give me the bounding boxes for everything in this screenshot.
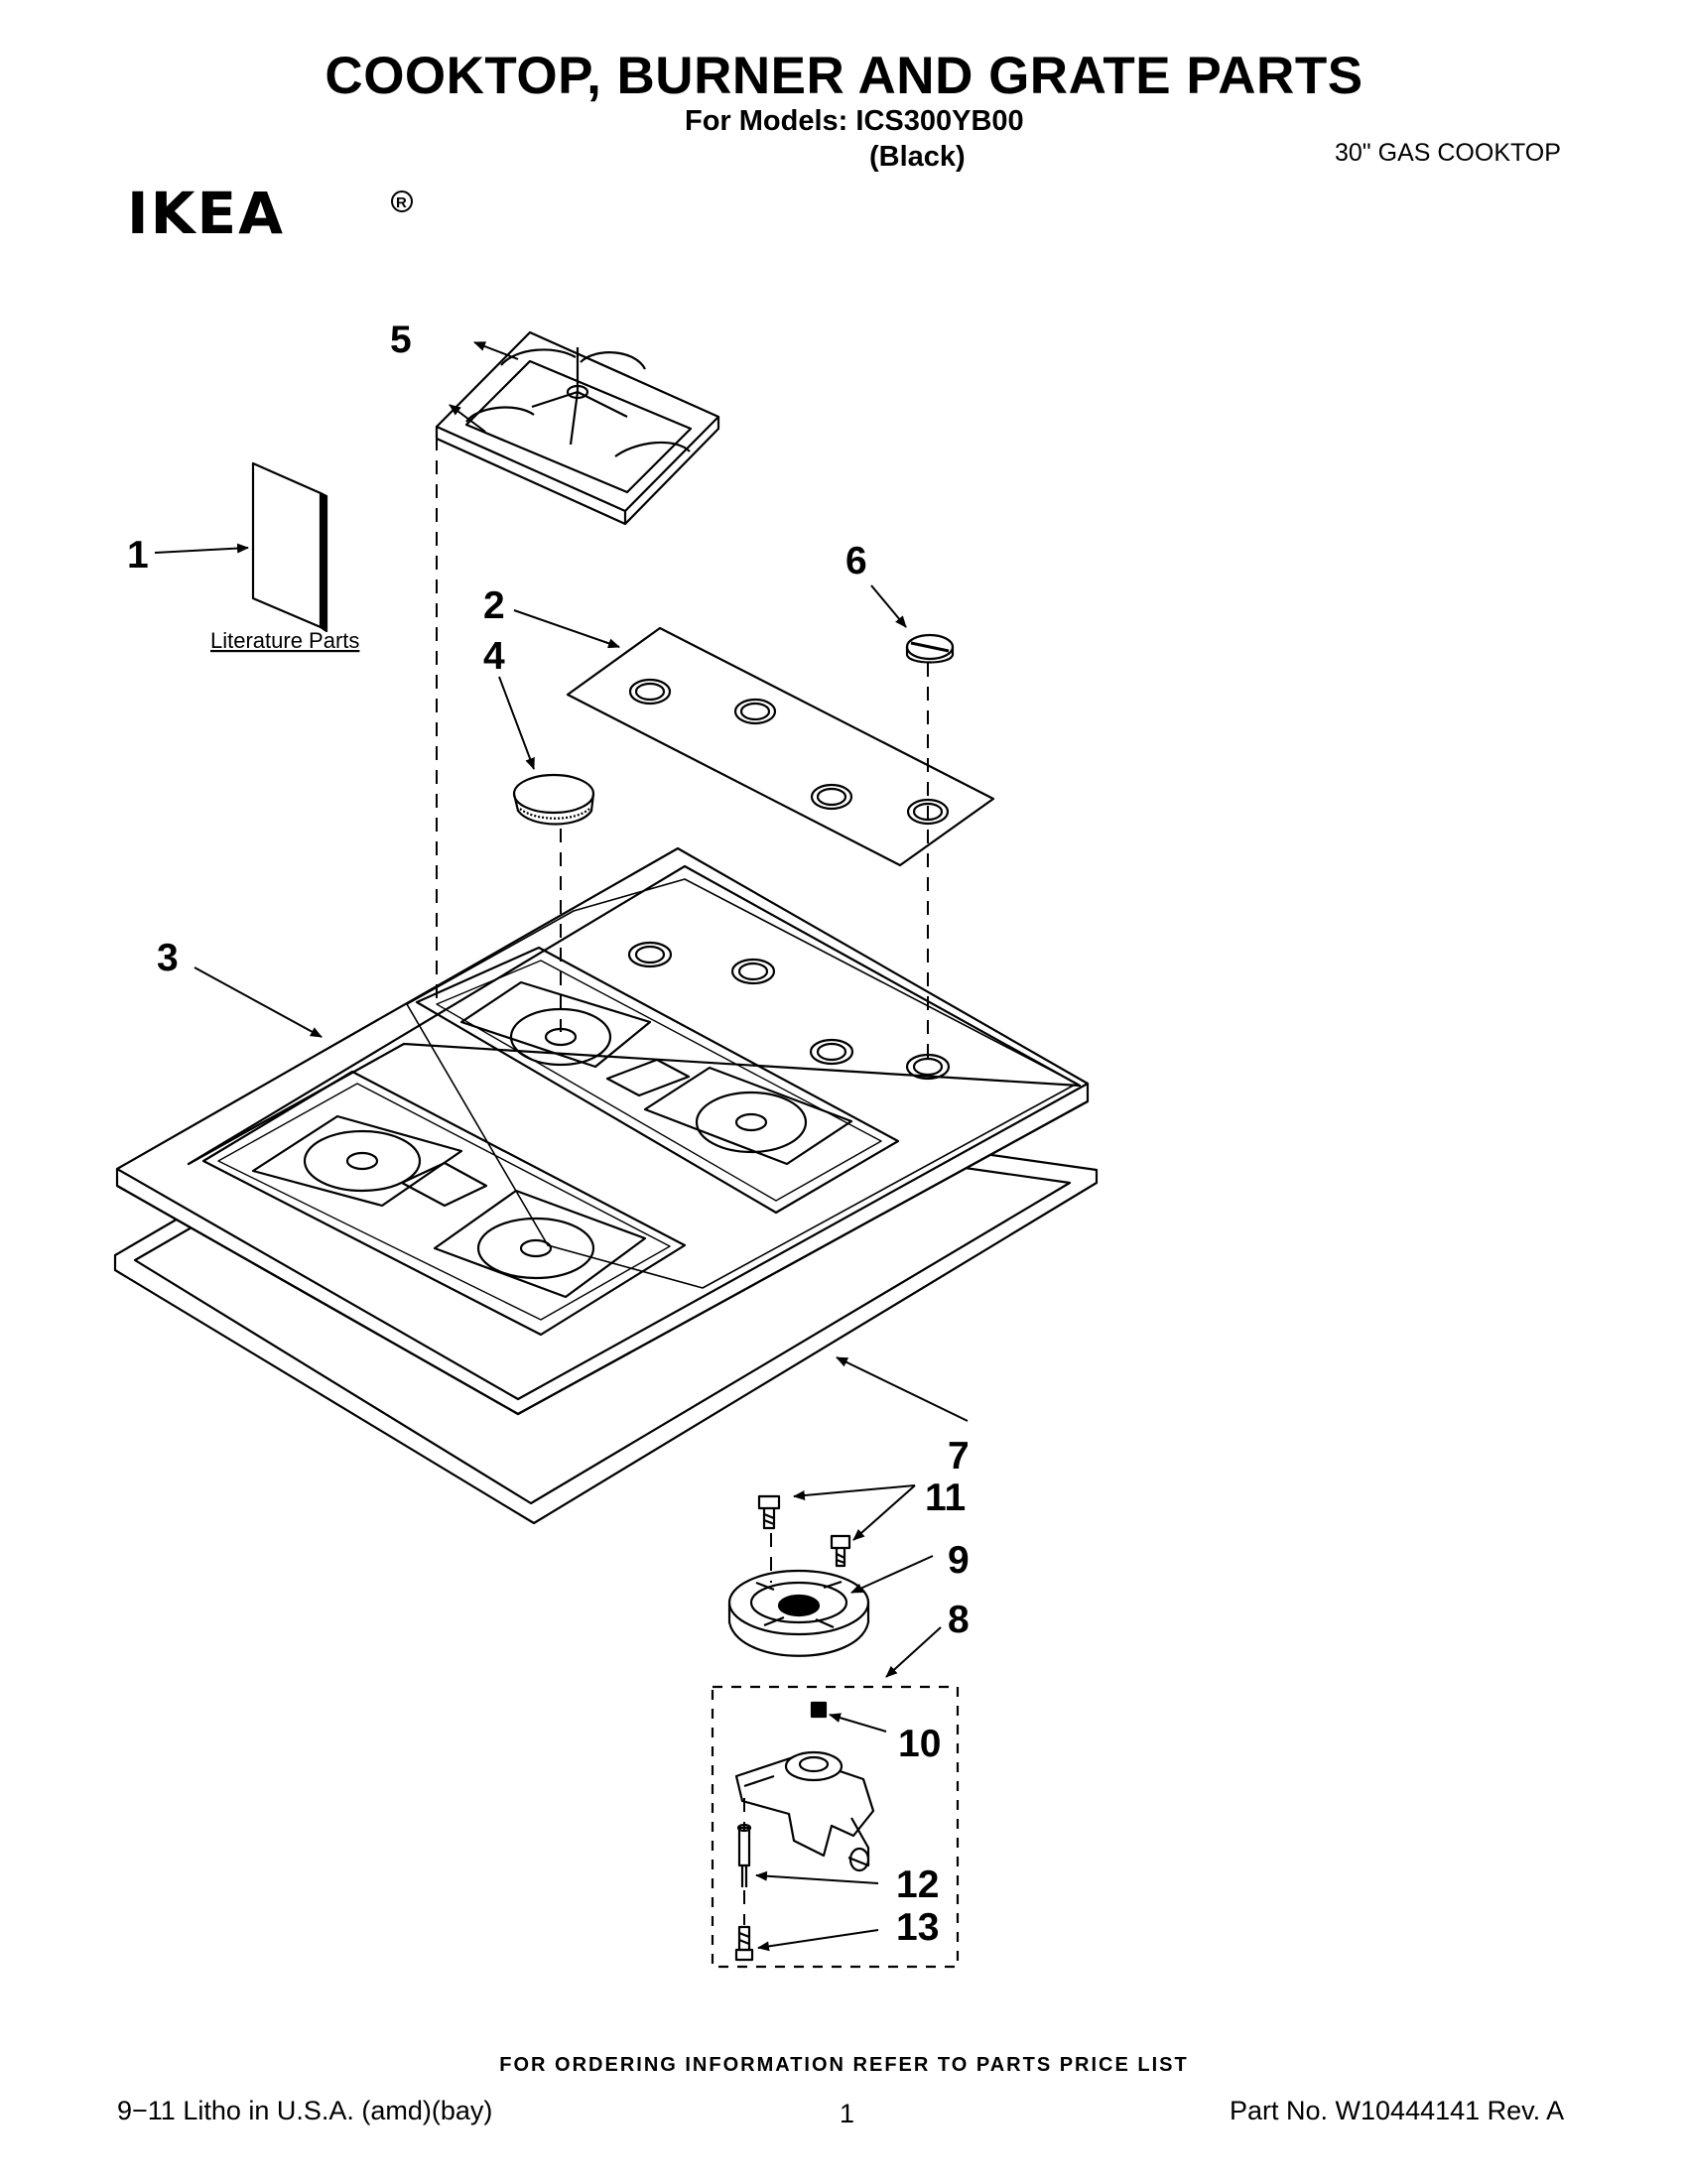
- callout-12: 12: [896, 1863, 939, 1906]
- knob-cap-part: [905, 633, 955, 664]
- electrode-part: [736, 1823, 752, 1887]
- callout-1: 1: [127, 534, 149, 577]
- svg-text:R: R: [396, 194, 407, 211]
- screw-part: [757, 1494, 781, 1530]
- callout-13: 13: [896, 1906, 939, 1949]
- callout-10: 10: [898, 1723, 941, 1765]
- orifice-part: [810, 1701, 828, 1719]
- models-label: For Models: ICS300YB00: [685, 105, 1024, 137]
- page-title: COOKTOP, BURNER AND GRATE PARTS: [325, 47, 1363, 105]
- cooktop-part: [115, 846, 1090, 1416]
- callout-5: 5: [390, 319, 412, 361]
- page-number: 1: [840, 2099, 855, 2128]
- screw-part: [830, 1534, 851, 1568]
- callout-11: 11: [925, 1477, 966, 1519]
- ikea-logo: IKEA R: [127, 184, 413, 243]
- control-overlay-part: [566, 626, 995, 867]
- svg-text:IKEA: IKEA: [127, 184, 285, 243]
- callout-9: 9: [948, 1539, 970, 1582]
- literature-parts-booklet: [251, 461, 328, 633]
- part-number: Part No. W10444141 Rev. A: [1230, 2096, 1565, 2125]
- product-label: 30" GAS COOKTOP: [1335, 139, 1561, 167]
- burner-bracket-part: [734, 1750, 875, 1872]
- mounting-screw-part: [734, 1925, 754, 1962]
- callout-7: 7: [948, 1435, 970, 1477]
- callout-3: 3: [157, 937, 179, 979]
- callout-8: 8: [948, 1599, 970, 1641]
- burner-base-part: [727, 1569, 870, 1657]
- callout-6: 6: [845, 540, 867, 582]
- litho-line: 9−11 Litho in U.S.A. (amd)(bay): [117, 2096, 493, 2125]
- color-label: (Black): [869, 141, 966, 173]
- burner-cap-part: [512, 773, 595, 826]
- literature-parts-label: Literature Parts: [210, 628, 359, 653]
- ordering-note: FOR ORDERING INFORMATION REFER TO PARTS …: [499, 2054, 1189, 2076]
- callout-2: 2: [483, 584, 505, 627]
- grate-part: [435, 330, 720, 526]
- callout-4: 4: [483, 635, 505, 678]
